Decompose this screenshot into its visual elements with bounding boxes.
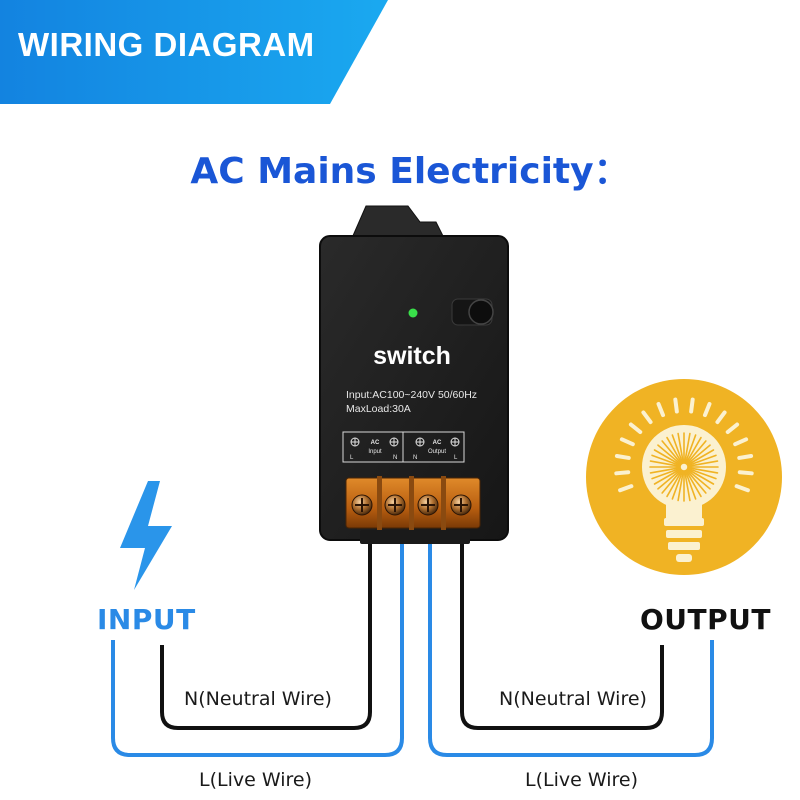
bulb-ray xyxy=(656,401,666,418)
terminal-l-output: L xyxy=(454,455,458,461)
neutral-wire-output xyxy=(460,540,664,730)
bulb-filament-ray xyxy=(651,467,682,480)
bulb-filament-ray xyxy=(687,460,719,468)
bulb-filament-ray xyxy=(685,440,707,465)
bulb-filament-ray xyxy=(686,449,715,466)
bulb-filament-ray xyxy=(686,468,711,490)
bulb-filament-ray xyxy=(671,434,684,465)
bulb-ray xyxy=(737,453,754,460)
banner-shape xyxy=(0,0,388,104)
output-group-label: AC xyxy=(433,440,442,446)
bulb-ray xyxy=(733,437,749,447)
bulb-filament-ray xyxy=(687,466,719,474)
neutral-wire-label-output: N(Neutral Wire) xyxy=(499,688,647,710)
bulb-filament-ray xyxy=(653,468,682,485)
status-led xyxy=(408,308,418,318)
bulb-filament-ray xyxy=(683,432,691,464)
switch-device: switch Input:AC100~240V 50/60Hz MaxLoad:… xyxy=(319,205,509,544)
output-label: OUTPUT xyxy=(640,603,771,636)
input-group-label: AC xyxy=(371,440,380,446)
bulb-ray xyxy=(673,397,679,414)
bulb-ray xyxy=(614,453,631,460)
bulb-ray xyxy=(734,484,750,493)
bulb-filament-ray xyxy=(661,440,683,465)
bulb-filament-ray xyxy=(671,469,684,500)
device-spec-load: MaxLoad:30A xyxy=(346,403,411,415)
bulb-filament-ray xyxy=(684,469,697,500)
neutral-wire-input xyxy=(160,540,372,730)
bulb-filament-ray xyxy=(686,468,715,485)
live-wire-output xyxy=(428,540,714,757)
page-title: AC Mains Electricity： xyxy=(190,151,630,192)
bulb-filament-ray xyxy=(657,468,682,490)
bulb-filament-ray xyxy=(684,434,697,465)
live-wire-label-output: L(Live Wire) xyxy=(525,769,638,791)
bulb-filament-ray xyxy=(653,449,682,466)
bulb-filament-ray xyxy=(666,469,683,498)
bulb-filament-ray xyxy=(683,470,691,502)
bulb-ray xyxy=(618,484,634,493)
lightning-bolt-icon xyxy=(120,481,172,590)
output-caption-label: Output xyxy=(428,449,446,455)
input-label: INPUT xyxy=(97,603,196,636)
bulb-filament-ray xyxy=(651,454,682,467)
terminal-n-output: N xyxy=(413,455,417,461)
bulb-filament-ray xyxy=(677,432,685,464)
terminal-symbols xyxy=(350,437,460,447)
bulb-filament-ray xyxy=(686,444,711,466)
bulb-filament-ray xyxy=(666,436,683,465)
terminal-l-input: L xyxy=(350,455,354,461)
bulb-ray xyxy=(641,410,653,425)
light-bulb-icon xyxy=(586,379,782,575)
bulb-ray xyxy=(702,401,712,418)
banner-title: WIRING DIAGRAM xyxy=(18,26,315,63)
bulb-filament-ray xyxy=(686,467,717,480)
bulb-ray xyxy=(715,410,727,425)
bulb-filament-ray xyxy=(686,454,717,467)
header-banner xyxy=(0,0,388,104)
terminal-block xyxy=(345,476,481,530)
bulb-filament-ray xyxy=(657,444,682,466)
input-caption-label: Input xyxy=(368,449,382,455)
learn-button[interactable] xyxy=(468,299,494,325)
bulb-filament-ray xyxy=(661,469,683,494)
device-spec-input: Input:AC100~240V 50/60Hz xyxy=(346,389,477,401)
antenna-tab xyxy=(351,205,445,239)
bulb-filament-ray xyxy=(685,469,707,494)
wires xyxy=(111,540,714,757)
live-wire-input xyxy=(111,540,404,757)
bulb-ray xyxy=(619,437,635,447)
bulb-ray xyxy=(628,422,643,435)
device-brand: switch xyxy=(373,342,451,370)
bulb-filament-ray xyxy=(677,470,685,502)
terminal-n-input: N xyxy=(393,455,397,461)
bulb-ray xyxy=(737,470,754,476)
bulb-filament-ray xyxy=(685,469,702,498)
bulb-filament-ray xyxy=(649,466,681,474)
bulb-filament-ray xyxy=(649,460,681,468)
live-wire-label-input: L(Live Wire) xyxy=(199,769,312,791)
bulb-ray xyxy=(614,470,631,476)
bulb-filament-ray xyxy=(685,436,702,465)
bulb-ray xyxy=(689,397,695,414)
neutral-wire-label-input: N(Neutral Wire) xyxy=(184,688,332,710)
bulb-ray xyxy=(725,422,740,435)
